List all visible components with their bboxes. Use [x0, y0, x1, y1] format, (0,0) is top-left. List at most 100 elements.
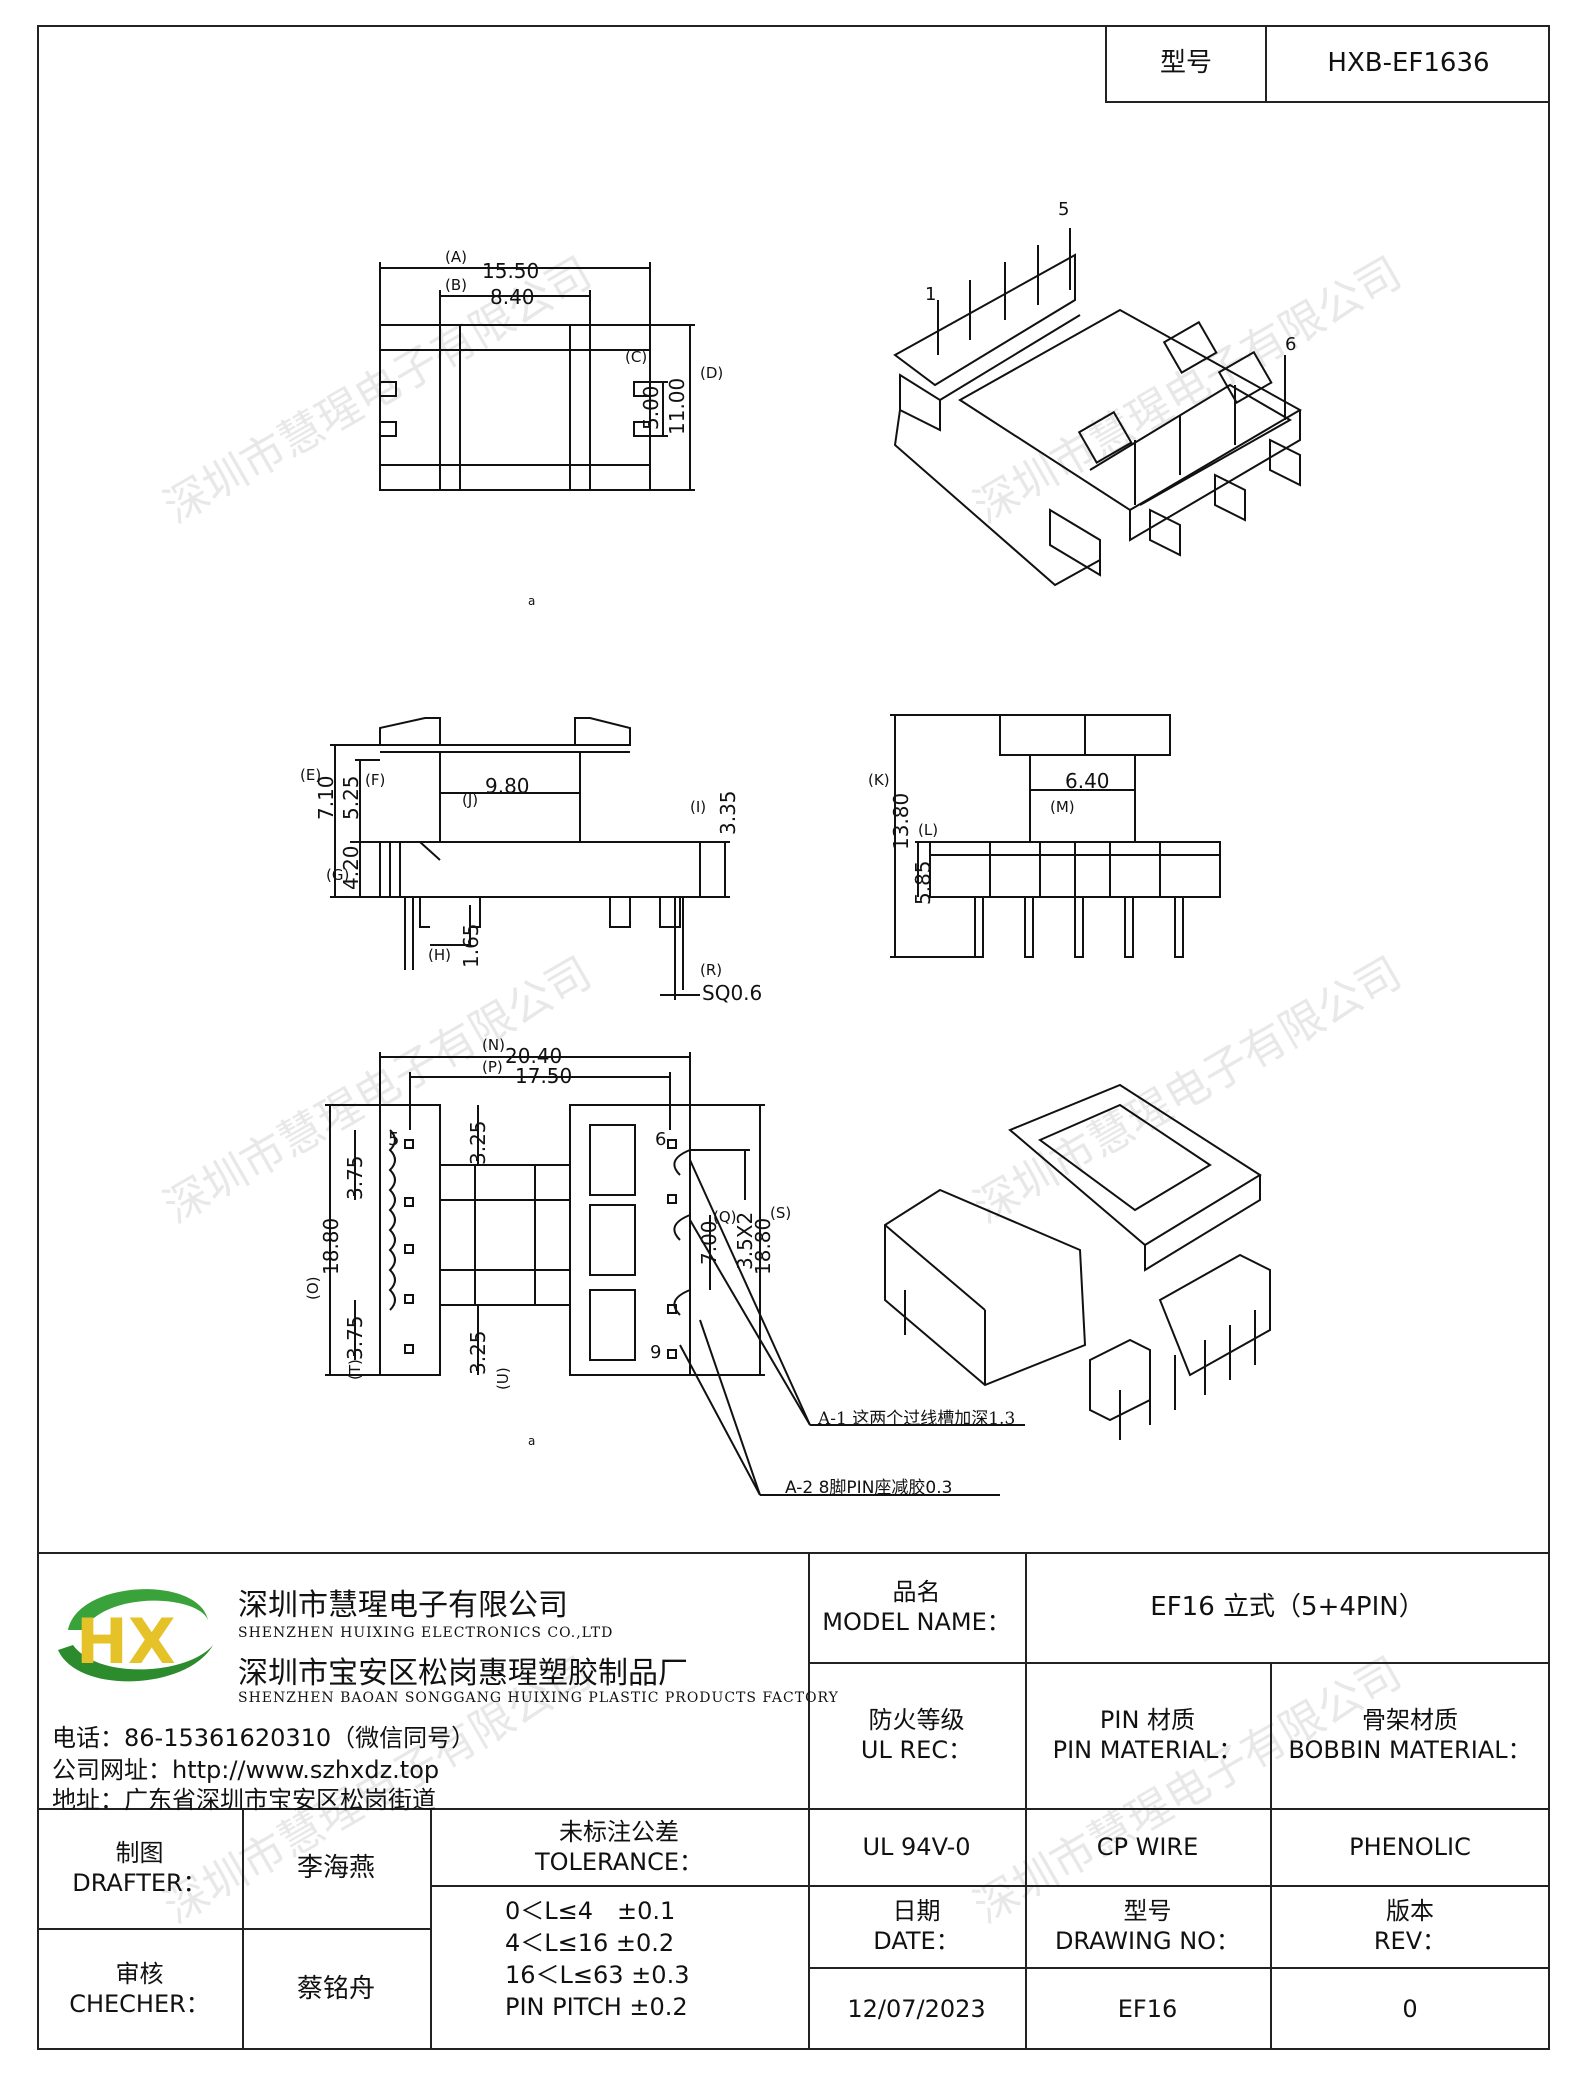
bobbin-material-label: 骨架材质 BOBBIN MATERIAL： [1270, 1662, 1550, 1808]
drawing-no-value: EF16 [1117, 1994, 1178, 2023]
rev-cn: 版本 [1386, 1897, 1434, 1925]
dim-A-value: 15.50 [482, 259, 539, 283]
dim-F-value: 5.25 [339, 775, 363, 820]
dim-Q-letter: (Q) [713, 1208, 737, 1226]
bobbin-cn: 骨架材质 [1362, 1706, 1458, 1734]
checker-value: 蔡铭舟 [296, 1973, 375, 2004]
dim-U-value: 3.25 [466, 1120, 490, 1165]
top-view [379, 262, 695, 491]
top-view-marker: a [528, 594, 535, 608]
model-name-cn: 品名 [892, 1578, 941, 1606]
iso-view-bottom [884, 1083, 1271, 1440]
company-name-cn: 深圳市慧瑆电子有限公司 [238, 1588, 568, 1623]
model-name-label: 品名 MODEL NAME： [808, 1552, 1025, 1662]
dim-C-value: 5.00 [639, 385, 663, 430]
header-model-label: 型号 [1105, 25, 1265, 103]
dim-D-letter: (D) [700, 364, 723, 382]
checker-en: CHECHER： [69, 1990, 210, 2018]
dim-D-value: 11.00 [665, 378, 689, 435]
ul-en: UL REC： [860, 1736, 973, 1764]
drawing-frame [37, 25, 1550, 2050]
header-model-value-text: HXB-EF1636 [1327, 47, 1490, 78]
date-en: DATE： [873, 1927, 960, 1955]
drafter-label: 制图 DRAFTER： [37, 1808, 242, 1928]
dim-G-value: 4.20 [339, 845, 363, 890]
dim-U-letter: (U) [494, 1367, 512, 1390]
model-name-value: EF16 立式（5+4PIN） [1150, 1591, 1425, 1622]
tolerance-line-3: 16＜L≤63 ±0.3 [505, 1961, 690, 1989]
iso-view-top [893, 228, 1303, 587]
drafter-cn: 制图 [115, 1839, 164, 1867]
header-model-value: HXB-EF1636 [1265, 25, 1550, 103]
dim-O-value: 18.80 [319, 1218, 343, 1275]
bottom-view-marker: a [528, 1434, 535, 1448]
front-view [890, 714, 1221, 958]
ul-cn: 防火等级 [868, 1706, 965, 1734]
checker-cn: 审核 [115, 1960, 164, 1988]
bottom-pin-9: 9 [650, 1342, 661, 1363]
drawing-no-label: 型号 DRAWING NO： [1025, 1885, 1270, 1967]
pin-material-value: CP WIRE [1096, 1832, 1199, 1861]
dim-C-letter: (C) [625, 348, 647, 366]
dim-S-value: 18.80 [751, 1218, 775, 1275]
tolerance-cn: 未标注公差 [559, 1817, 679, 1846]
factory-name-en: SHENZHEN BAOAN SONGGANG HUIXING PLASTIC … [238, 1690, 839, 1706]
tolerance-line-4: PIN PITCH ±0.2 [505, 1993, 688, 2021]
dim-E-value: 7.10 [314, 775, 338, 820]
pin-material-label: PIN 材质 PIN MATERIAL： [1025, 1662, 1270, 1808]
dim-T2-value: 3.75 [343, 1315, 367, 1360]
dim-R-letter: (R) [700, 961, 722, 979]
dim-I-letter: (I) [690, 798, 706, 816]
dim-H-letter: (H) [428, 946, 451, 964]
rev-en: REV： [1373, 1927, 1447, 1955]
dim-L-value: 5.85 [911, 860, 935, 905]
date-value: 12/07/2023 [847, 1994, 986, 2023]
tolerance-en: TOLERANCE： [534, 1847, 704, 1876]
bottom-pin-5: 5 [388, 1129, 399, 1150]
factory-name-cn: 深圳市宝安区松岗惠瑆塑胶制品厂 [238, 1656, 688, 1691]
tolerance-line-1: 0＜L≤4 ±0.1 [505, 1897, 676, 1925]
tolerance-line-2: 4＜L≤16 ±0.2 [505, 1929, 675, 1957]
company-phone: 电话：86-15361620310（微信同号） [52, 1724, 476, 1752]
dim-T-letter: (T) [346, 1359, 364, 1380]
dim-O-letter: (O) [304, 1276, 322, 1300]
side-view [330, 717, 730, 1000]
dim-P-value: 17.50 [515, 1064, 572, 1088]
rev-label: 版本 REV： [1270, 1885, 1550, 1967]
drawing-no-cn: 型号 [1123, 1897, 1172, 1925]
dim-E-letter: (E) [300, 766, 321, 784]
bottom-view [325, 1052, 1025, 1496]
ul-label: 防火等级 UL REC： [808, 1662, 1025, 1808]
dim-N-letter: (N) [482, 1036, 505, 1054]
drawing-no-en: DRAWING NO： [1054, 1927, 1241, 1955]
date-cn: 日期 [892, 1897, 941, 1925]
bobbin-material-value: PHENOLIC [1349, 1832, 1471, 1861]
company-address: 地址：广东省深圳市宝安区松岗街道 [52, 1786, 436, 1814]
header-model-label-text: 型号 [1159, 47, 1212, 78]
date-label: 日期 DATE： [808, 1885, 1025, 1967]
dim-M-value: 6.40 [1065, 769, 1110, 793]
drafter-value: 李海燕 [296, 1852, 375, 1883]
dim-J-value: 9.80 [485, 774, 530, 798]
dim-H-value: 1.65 [459, 923, 483, 968]
dim-A-letter: (A) [445, 248, 467, 266]
dim-W-value: 7.00 [697, 1220, 721, 1265]
dim-P-letter: (P) [482, 1058, 503, 1076]
dim-F-letter: (F) [365, 771, 385, 789]
company-website[interactable]: 公司网址：http://www.szhxdz.top [52, 1756, 440, 1784]
tolerance-values: 0＜L≤4 ±0.1 4＜L≤16 ±0.2 16＜L≤63 ±0.3 PIN … [505, 1895, 689, 2023]
drafter-en: DRAFTER： [72, 1869, 207, 1897]
bottom-pin-6: 6 [655, 1129, 666, 1150]
dim-R-value: SQ0.6 [702, 981, 762, 1005]
dim-M-letter: (M) [1050, 798, 1075, 816]
ul-value: UL 94V-0 [862, 1832, 971, 1861]
iso-pin-1: 1 [925, 284, 936, 305]
technical-drawing: (A) 15.50 (B) 8.40 (C) 5.00 (D) 11.00 a … [300, 199, 1303, 1498]
dim-K-letter: (K) [868, 771, 890, 789]
company-name-en: SHENZHEN HUIXING ELECTRONICS CO.,LTD [238, 1625, 614, 1641]
dim-G-letter: (G) [326, 866, 349, 884]
dim-U2-value: 3.25 [466, 1330, 490, 1375]
logo-letters: HX [76, 1605, 176, 1678]
dim-B-value: 8.40 [490, 285, 535, 309]
note-a1: A-1 这两个过线槽加深1.3 [817, 1409, 1015, 1429]
